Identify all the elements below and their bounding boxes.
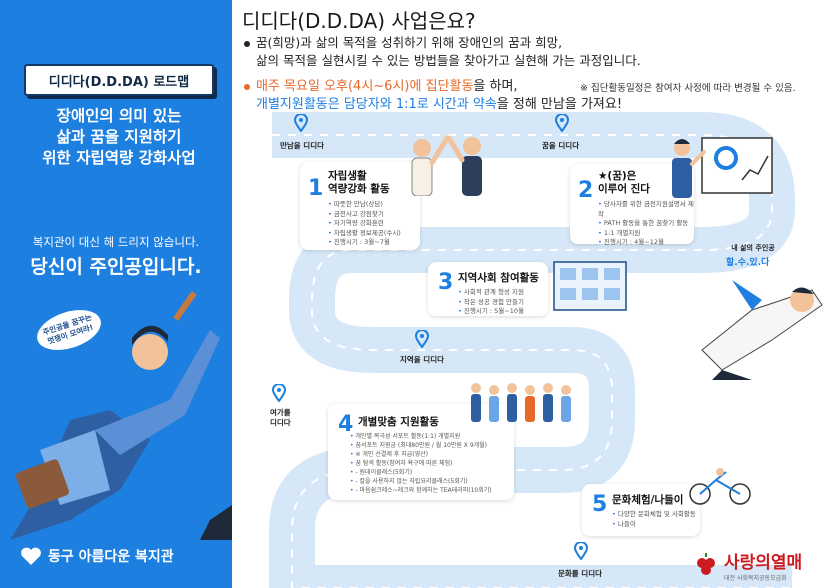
high-five-illustration — [411, 135, 482, 196]
card-items: 따뜻한 만남(상담) 금전사고 강점찾기 자기역량 강화훈련 자립생활 정보제공… — [328, 200, 401, 248]
flying-hero-illustration — [701, 280, 823, 380]
map-pin-icon — [272, 384, 286, 402]
pin-label-dream: 꿈을 디디다 — [542, 141, 580, 150]
program-card-5: 5 문화체험/나들이 다양한 문화체험 및 사회활동 나들이 — [582, 484, 700, 536]
pin-label-leisure: 여가를 디디다 — [270, 408, 291, 428]
card-item: 금전사고 강점찾기 — [328, 210, 401, 220]
pin-label-culture: 문화를 디디다 — [558, 569, 603, 578]
section-heading: 디디다(D.D.DA) 사업은요? — [242, 9, 476, 33]
card-number: 2 — [578, 178, 594, 203]
card-item: - 원데이클래스(5회기) — [350, 468, 492, 477]
card-items: 사회적 관계 형성 지원 작은 성공 경험 만들기 진행시기 : 5월~10월 — [458, 288, 524, 317]
card-item: 1:1 개별지원 — [598, 229, 694, 239]
map-pin-icon — [574, 542, 588, 560]
card-item: 개인별 목극성 서포트 활동(1:1) 개별지원 — [350, 432, 492, 441]
card-item: 진행시기 : 5월~10월 — [458, 307, 524, 317]
card-title: 자립생활 역량강화 활동 — [328, 170, 390, 196]
right-panel: 디디다(D.D.DA) 사업은요? 꿈(희망)과 삶의 목적을 성취하기 위해 … — [232, 0, 835, 588]
card-title-line-2: 역량강화 활동 — [328, 183, 390, 195]
logo-text: 동구 아름다운 복지관 — [48, 549, 174, 565]
welfare-center-logo: 동구 아름다운 복지관 — [20, 546, 174, 566]
card-item: - 마음쉼크레스~레크와 함께하는 TEA테라피(10회기) — [350, 486, 491, 495]
program-card-1: 1 자립생활 역량강화 활동 따뜻한 만남(상담) 금전사고 강점찾기 자기역량… — [300, 162, 420, 250]
card-item: 자기역량 강화훈련 — [328, 219, 401, 229]
card-item: ※ 개인 선결제 후 지급(영산) — [350, 450, 492, 459]
hero-slogan: 할.수.있.다 — [726, 258, 770, 268]
bicycle-illustration — [689, 468, 751, 505]
card-title: 문화체험/나들이 — [612, 494, 684, 506]
bullet-dot — [244, 40, 250, 47]
sponsor-brand: 사랑의열매 대전 사회복지공동모금회 — [694, 548, 802, 582]
pin-label-meet: 만남을 디디다 — [280, 141, 325, 150]
card-items: 다양한 문화체험 및 사회활동 나들이 — [612, 510, 696, 529]
card-item: 진행시기 : 3월~7월 — [328, 238, 401, 248]
program-card-4: 4 개별맞춤 지원활동 개인별 목극성 서포트 활동(1:1) 개별지원 꿈서포… — [328, 404, 514, 500]
bullet-dot-orange — [244, 83, 250, 90]
card-number: 4 — [338, 412, 354, 437]
sponsor-sub: 대전 사회복지공동모금회 — [724, 575, 787, 582]
description-line-2: 삶의 목적을 실현시킬 수 있는 방법들을 찾아가고 실현해 가는 과정입니다. — [256, 53, 641, 68]
map-pin-icon — [294, 114, 308, 132]
road-path — [269, 112, 795, 588]
card-item: 당사자를 위한 금전지원설명서 제작 — [598, 200, 694, 219]
card-title: 개별맞춤 지원활동 — [358, 416, 439, 428]
schedule-notice: ※ 집단활동일정은 참여자 사정에 따라 변경될 수 있음. — [580, 83, 796, 94]
roadmap-badge: 디디다(D.D.DA) 로드맵 — [24, 64, 214, 96]
map-pin-icon — [555, 114, 569, 132]
card-item: 자립생활 정보제공(수시) — [328, 229, 401, 239]
card-item: 다양한 문화체험 및 사회활동 — [612, 510, 696, 520]
card-item: - 칼을 사용하지 않는 자립요리클래스(5회기) — [350, 477, 492, 486]
card-number: 5 — [592, 492, 608, 517]
card-item: 꿈서포트 지원금 (최대80만원 / 월 10만원 X 9개월) — [350, 441, 492, 450]
card-title: ★(꿈)은 이루어 진다 — [598, 170, 650, 196]
hero-caption: 내 삶의 주인공 — [731, 244, 775, 252]
card-item: 나들이 — [612, 520, 696, 530]
crowd-illustration — [471, 383, 571, 422]
card-number: 1 — [308, 176, 324, 201]
card-item: 꿈 탐색 활동(참여자 욕구에 따른 체험) — [350, 459, 492, 468]
sponsor-text: 사랑의열매 대전 사회복지공동모금회 — [724, 548, 802, 582]
jumping-person-illustration — [10, 291, 232, 540]
group-activity-rest: 을 하며, — [473, 79, 518, 94]
presenter-illustration — [672, 137, 773, 198]
card-number: 3 — [438, 270, 454, 295]
subtitle-2: 당신이 주인공입니다. — [30, 256, 202, 278]
description-bullet-1: 꿈(희망)과 삶의 목적을 성취하기 위해 장애인의 꿈과 희망, — [244, 34, 562, 51]
description-line-1: 꿈(희망)과 삶의 목적을 성취하기 위해 장애인의 꿈과 희망, — [256, 35, 563, 50]
pin-label-leisure-2: 디디다 — [270, 418, 291, 427]
pin-label-region: 지역을 디디다 — [400, 355, 445, 364]
card-items: 개인별 목극성 서포트 활동(1:1) 개별지원 꿈서포트 지원금 (최대80만… — [350, 432, 492, 495]
card-title-line-2: 이루어 진다 — [598, 183, 650, 195]
individual-support-rest: 을 정해 만남을 가져요! — [496, 97, 623, 112]
card-item: 사회적 관계 형성 지원 — [458, 288, 524, 298]
card-item: 진행시기 : 4월~12월 — [598, 238, 694, 248]
description-bullet-3: 개별지원활동은 담당자와 1:1로 시간과 약속을 정해 만남을 가져요! — [256, 96, 622, 113]
map-pin-icon — [415, 330, 429, 348]
individual-support: 개별지원활동은 담당자와 1:1로 시간과 약속 — [256, 97, 497, 112]
program-card-3: 3 지역사회 참여활동 사회적 관계 형성 지원 작은 성공 경험 만들기 진행… — [428, 262, 548, 316]
card-title-line-1: ★(꿈)은 — [598, 170, 637, 182]
card-item: 작은 성공 경험 만들기 — [458, 298, 524, 308]
card-items: 당사자를 위한 금전지원설명서 제작 PATH 활동을 통한 꿈찾기 활동 1:… — [598, 200, 694, 248]
description-bullet-2: 매주 목요일 오후(4시~6시)에 집단활동을 하며, — [244, 78, 518, 95]
group-activity-time: 매주 목요일 오후(4시~6시)에 집단활동 — [256, 79, 474, 94]
title-line-3: 위한 자립역량 강화사업 — [42, 149, 196, 167]
left-panel: 디디다(D.D.DA) 로드맵 장애인의 의미 있는 삶과 꿈을 지원하기 위한… — [0, 0, 232, 588]
subtitle-1: 복지관이 대신 해 드리지 않습니다. — [32, 235, 200, 249]
card-title: 지역사회 참여활동 — [458, 272, 539, 284]
title-line-2: 삶과 꿈을 지원하기 — [56, 128, 182, 146]
fruit-logo-icon — [697, 553, 715, 575]
card-title-line-1: 자립생활 — [328, 170, 367, 182]
project-title: 장애인의 의미 있는 삶과 꿈을 지원하기 위한 자립역량 강화사업 — [14, 106, 224, 169]
sponsor-name: 사랑의열매 — [724, 553, 803, 573]
board-illustration — [553, 261, 627, 311]
card-item: PATH 활동을 통한 꿈찾기 활동 — [598, 219, 694, 229]
title-line-1: 장애인의 의미 있는 — [56, 107, 182, 125]
pin-label-leisure-1: 여가를 — [270, 408, 291, 417]
heart-logo-icon — [21, 547, 41, 565]
card-item: 따뜻한 만남(상담) — [328, 200, 401, 210]
